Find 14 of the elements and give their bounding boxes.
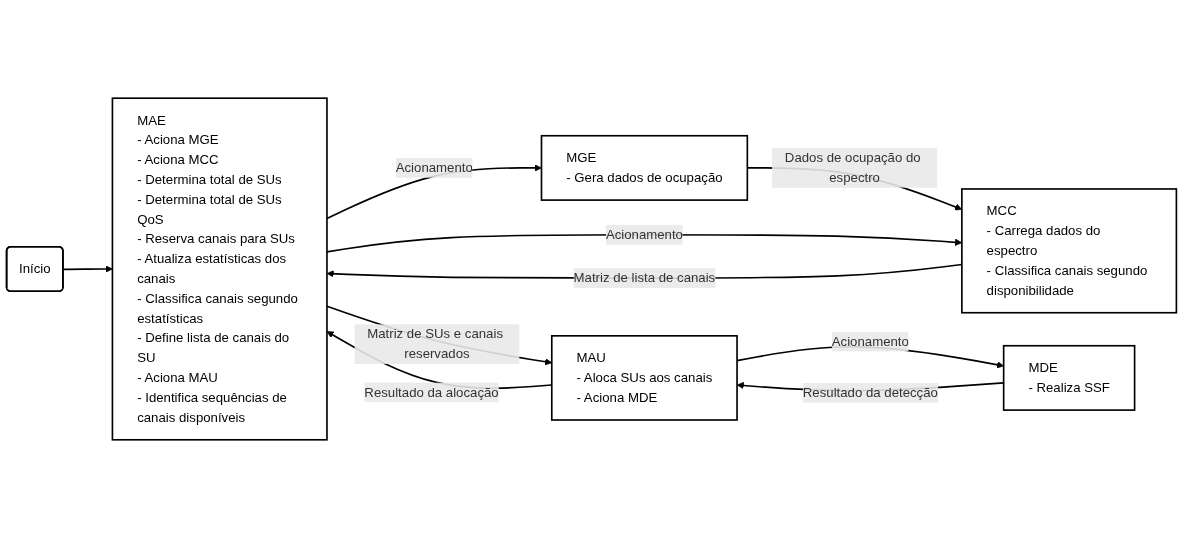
node-box: MDE - Realiza SSF [1002,344,1136,411]
edge-label: Acionamento [831,334,909,349]
node-box: MGE - Gera dados de ocupação [540,134,749,201]
edge-label: Matriz de lista de canais [573,270,716,285]
edge-label: Resultado da alocação [364,385,499,400]
edge-label: Acionamento [395,160,473,175]
arrow [62,265,113,273]
edge-label: Dados de ocupação do espectro [784,150,921,185]
node-box: MAU - Aloca SUs aos canais - Aciona MDE [550,335,738,421]
node-box: MCC - Carrega dados do espectro - Classifica canais segundo disponibilidade [961,188,1178,314]
edge-label: Acionamento [605,227,683,242]
node-box: MAE - Aciona MGE - Aciona MCC - Determina total de SUs - Determina total de SUs QoS - Reserva canais para SUs - Atualiza estatísticas dos canais - Classifica canais segundo estatísticas - Define lista de canais do SU - Aciona MAU - Identifica sequências de canais disponíveis [111,97,328,441]
edge-label: Resultado da detecção [802,385,938,400]
edge-label: Matriz de SUs e canais reservados [367,326,503,361]
